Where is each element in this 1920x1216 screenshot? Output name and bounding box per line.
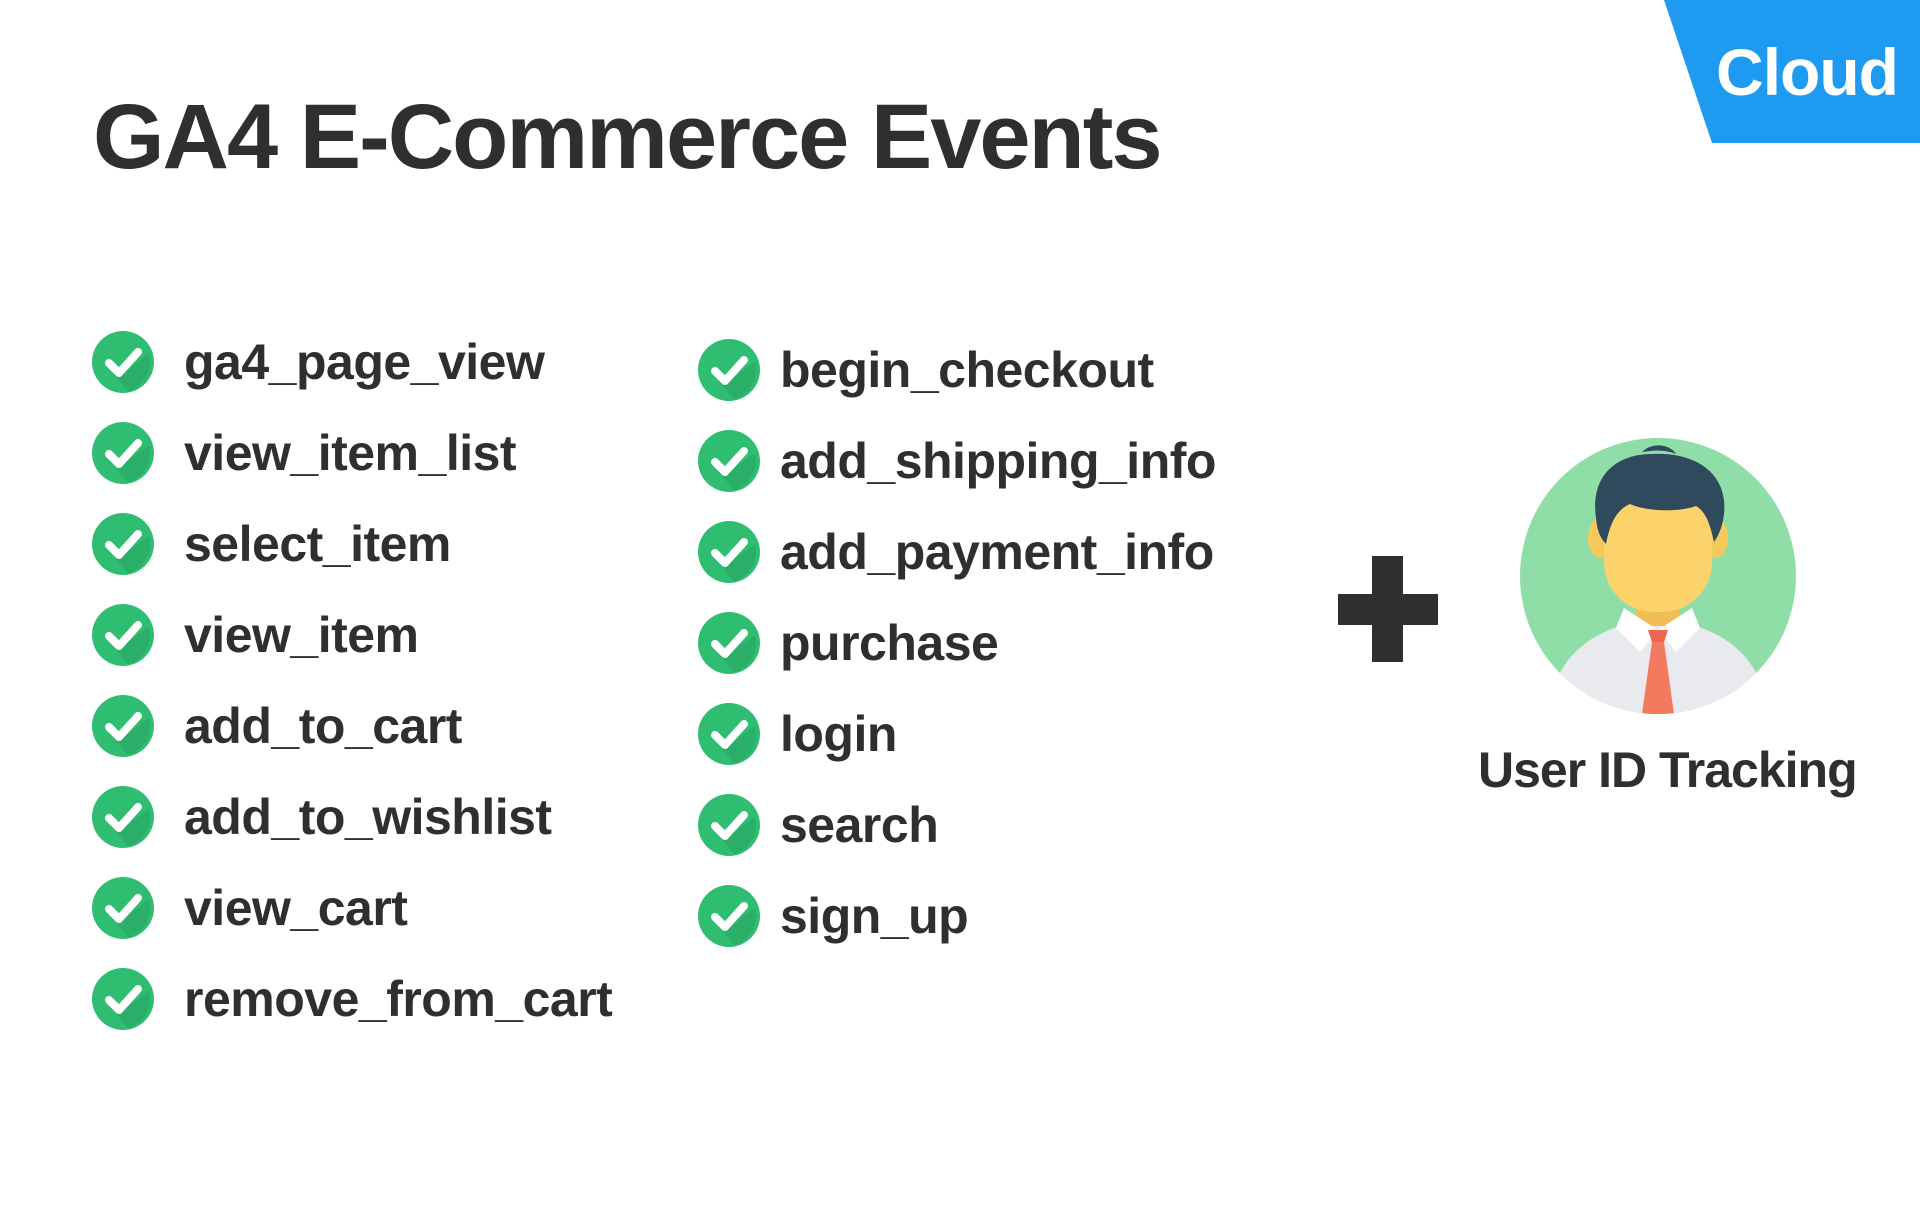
check-circle-icon [698,338,760,401]
event-item: add_payment_info [698,506,1216,597]
check-circle-icon [92,694,154,757]
event-label: begin_checkout [780,341,1154,398]
event-item: add_shipping_info [698,415,1216,506]
check-circle-icon [698,793,760,856]
event-label: add_shipping_info [780,432,1216,489]
cloud-badge: Cloud [1664,0,1920,143]
check-circle-icon [698,611,760,674]
event-label: ga4_page_view [184,333,545,390]
event-item: begin_checkout [698,324,1216,415]
event-list-right: begin_checkout add_shipping_info add_payme… [698,324,1216,961]
event-item: add_to_cart [92,680,612,771]
event-label: search [780,796,939,853]
check-circle-icon [92,876,154,939]
event-item: select_item [92,498,612,589]
event-label: view_item_list [184,424,517,481]
event-item: search [698,779,1216,870]
event-item: view_item [92,589,612,680]
check-circle-icon [698,429,760,492]
plus-icon [1338,556,1438,662]
check-circle-icon [698,884,760,947]
event-label: add_to_cart [184,697,462,754]
event-item: remove_from_cart [92,953,613,1044]
check-circle-icon [92,967,154,1030]
event-label: view_cart [184,879,408,936]
check-circle-icon [92,603,154,666]
event-label: purchase [780,614,999,671]
event-item: ga4_page_view [92,316,612,407]
event-label: add_to_wishlist [184,788,552,845]
event-item: view_item_list [92,407,612,498]
page-title: GA4 E-Commerce Events [93,86,1163,188]
event-item: sign_up [698,870,1216,961]
badge-shape [1664,0,1920,143]
event-label: sign_up [780,887,969,944]
avatar-caption: User ID Tracking [1478,742,1858,798]
event-label: remove_from_cart [184,970,613,1027]
event-label: view_item [184,606,419,663]
check-circle-icon [698,520,760,583]
event-item: login [698,688,1216,779]
event-label: add_payment_info [780,523,1214,580]
event-label: select_item [184,515,451,572]
check-circle-icon [92,330,154,393]
check-circle-icon [92,421,154,484]
badge-label: Cloud [1716,35,1899,109]
check-circle-icon [92,512,154,575]
event-item: add_to_wishlist [92,771,612,862]
event-item: view_cart [92,862,612,953]
event-label: login [780,705,897,762]
check-circle-icon [698,702,760,765]
check-circle-icon [92,785,154,848]
plus-bar-horizontal [1338,594,1438,625]
event-item: purchase [698,597,1216,688]
user-avatar-icon [1520,438,1796,714]
